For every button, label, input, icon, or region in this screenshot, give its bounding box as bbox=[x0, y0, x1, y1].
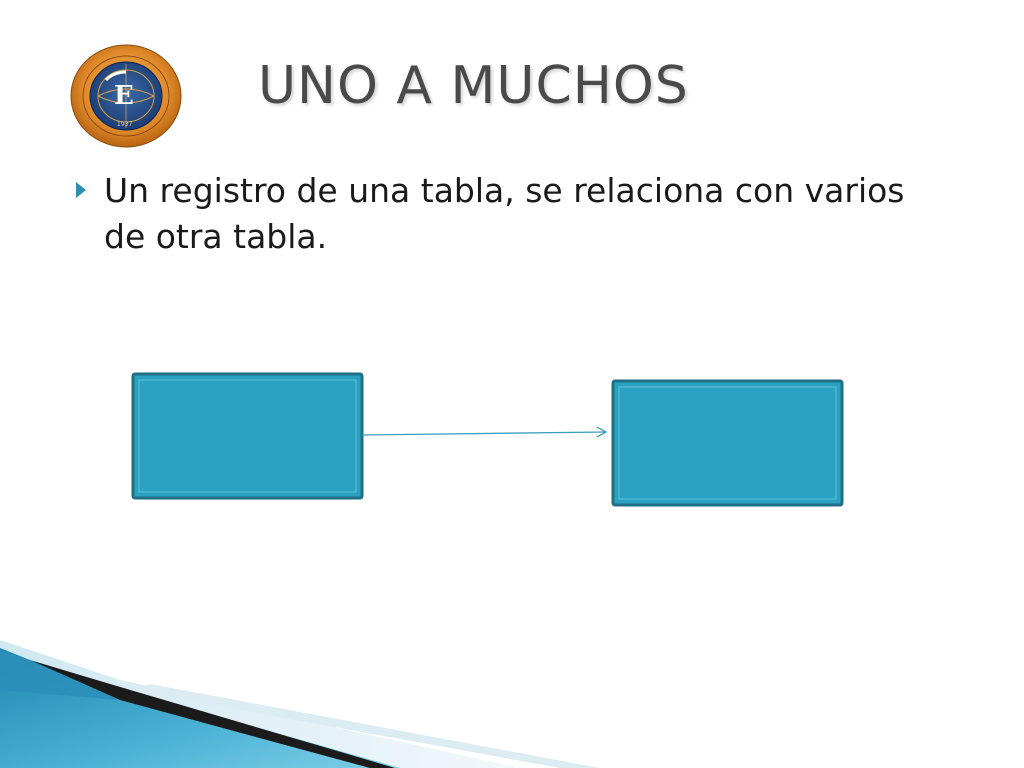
svg-text:1937: 1937 bbox=[117, 121, 132, 128]
svg-text:E: E bbox=[114, 81, 134, 111]
bullet-item: Un registro de una tabla, se relaciona c… bbox=[72, 168, 932, 260]
relation-arrow bbox=[361, 426, 608, 438]
faculty-seal-logo: E 1937 bbox=[70, 44, 182, 148]
table-box-one bbox=[131, 372, 364, 500]
bullet-text: Un registro de una tabla, se relaciona c… bbox=[104, 171, 905, 256]
bullet-list: Un registro de una tabla, se relaciona c… bbox=[72, 168, 932, 260]
slide-title: UNO A MUCHOS bbox=[258, 56, 689, 116]
triangle-bullet-icon bbox=[76, 182, 86, 198]
table-box-many bbox=[611, 379, 844, 507]
